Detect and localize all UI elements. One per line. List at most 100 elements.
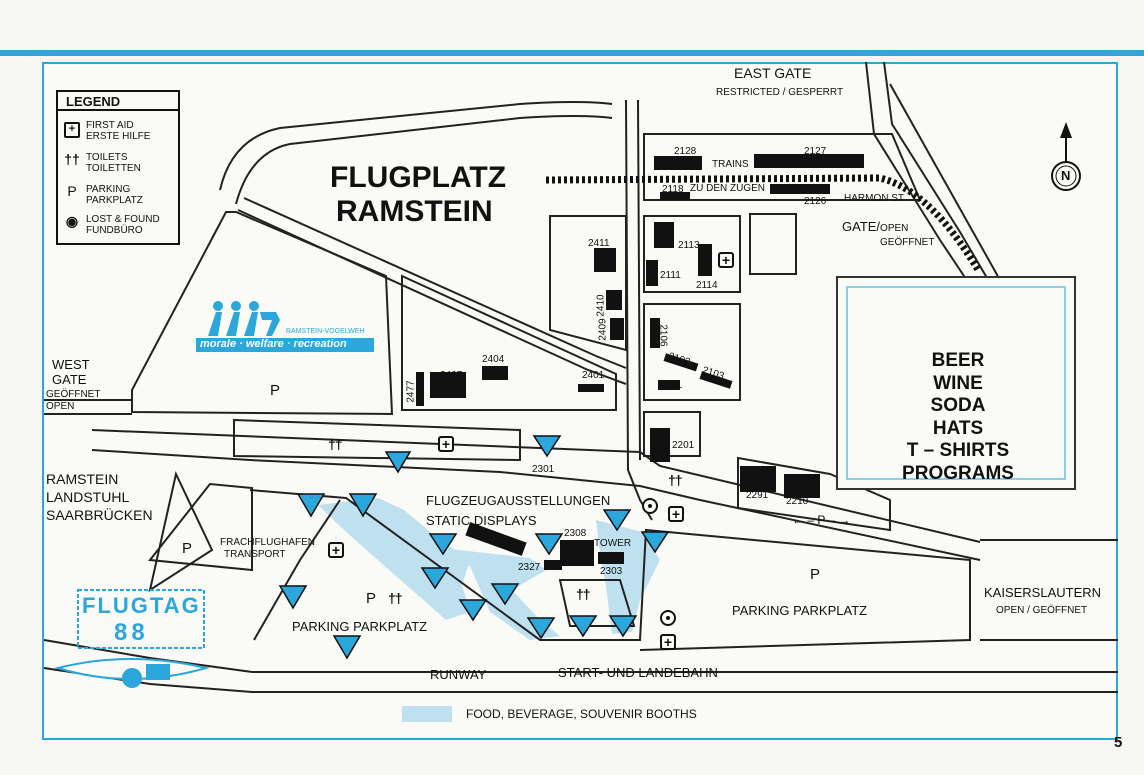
static-displays-label: STATIC DISPLAYS bbox=[426, 513, 537, 528]
legend-box: LEGEND + FIRST AID ERSTE HILFE †† TOILET… bbox=[56, 90, 180, 245]
legend-toilets-label: TOILETS TOILETTEN bbox=[86, 152, 141, 174]
compass-arrow-icon bbox=[1060, 122, 1072, 138]
building-label-2101: 2101 bbox=[660, 380, 683, 391]
ramstein-label: RAMSTEIN bbox=[46, 471, 119, 487]
parking-marker: P bbox=[182, 540, 193, 557]
compass-inner-circle bbox=[1055, 165, 1077, 187]
booth-marker bbox=[490, 583, 520, 606]
booth-marker bbox=[602, 509, 632, 532]
booth-marker bbox=[608, 615, 638, 638]
building-label-2409: 2409 bbox=[597, 318, 609, 341]
wings-emblem bbox=[122, 668, 142, 688]
compass bbox=[1051, 122, 1081, 191]
fracht-label: FRACHFLUGHAFEN bbox=[220, 537, 316, 548]
zu-den-zugen-label: ZU DEN ZUGEN bbox=[690, 183, 765, 194]
toilet-icon: †† bbox=[576, 586, 591, 602]
booth-marker bbox=[296, 493, 326, 518]
booth-legend-swatch bbox=[402, 706, 452, 722]
booth-marker bbox=[332, 635, 362, 660]
booth-legend-label: FOOD, BEVERAGE, SOUVENIR BOOTHS bbox=[466, 707, 697, 721]
transport-label: TRANSPORT bbox=[224, 549, 286, 560]
building-label-2118: 2118 bbox=[662, 184, 684, 195]
building-2101 bbox=[658, 380, 680, 390]
railway-line bbox=[545, 174, 982, 272]
kaiserslautern-status: OPEN / GEÖFFNET bbox=[996, 605, 1088, 616]
building-2327 bbox=[544, 560, 562, 570]
north-loop-inner bbox=[235, 115, 613, 205]
building-2103 bbox=[699, 371, 733, 389]
west-gate-line2: GATE bbox=[52, 372, 87, 387]
kaiserslautern-label: KAISERSLAUTERN bbox=[984, 585, 1102, 600]
north-loop-outer bbox=[219, 101, 613, 191]
building-2411 bbox=[594, 248, 616, 272]
building-2111 bbox=[646, 260, 658, 286]
building-label-2401: 2401 bbox=[582, 370, 605, 381]
building-label-2126: 2126 bbox=[804, 196, 827, 207]
toilet-icon: †† bbox=[388, 590, 403, 606]
block-west bbox=[131, 211, 394, 416]
parking-arrows-label: ← – P – → bbox=[792, 513, 851, 527]
building-label-2128: 2128 bbox=[674, 146, 697, 157]
map-title-line1: FLUGPLATZ bbox=[330, 161, 507, 194]
runway-de-label: START- UND LANDEBAHN bbox=[558, 665, 718, 680]
parking-right-label: PARKING PARKPLATZ bbox=[732, 603, 868, 618]
block-2106 bbox=[643, 303, 741, 401]
building-2210 bbox=[784, 474, 820, 498]
flugtag-wings bbox=[54, 589, 210, 688]
concession-item: T – SHIRTS bbox=[906, 440, 1010, 461]
building-label-2327: 2327 bbox=[518, 562, 541, 573]
block-center bbox=[401, 274, 617, 411]
building-2409 bbox=[610, 318, 624, 340]
building-2291 bbox=[740, 466, 776, 492]
building-2128 bbox=[654, 156, 702, 170]
fracht-area bbox=[148, 482, 253, 572]
building-label-2404: 2404 bbox=[482, 354, 505, 365]
tower-label: TOWER bbox=[594, 538, 632, 549]
mwr-figures-icon bbox=[196, 301, 374, 352]
east-road-2 bbox=[883, 61, 1001, 301]
building-2118 bbox=[660, 192, 690, 200]
wings-flag bbox=[146, 664, 170, 680]
lost-found-icon: ◉ bbox=[65, 213, 79, 229]
central-road-east bbox=[637, 99, 641, 461]
building-2102 bbox=[663, 353, 699, 372]
first-aid-icon: + bbox=[64, 122, 80, 138]
toilet-icon: †† bbox=[64, 151, 80, 167]
south-apron bbox=[249, 489, 971, 651]
east-road-3 bbox=[889, 83, 1001, 281]
building-label-2111: 2111 bbox=[660, 270, 681, 281]
building-2106 bbox=[650, 318, 660, 348]
booth-marker bbox=[384, 451, 412, 474]
building-2404 bbox=[482, 366, 508, 380]
parking-marker: P bbox=[270, 382, 281, 399]
legend-first-aid-label: FIRST AID ERSTE HILFE bbox=[86, 120, 151, 142]
building-2113 bbox=[654, 222, 674, 248]
building-2401 bbox=[578, 384, 604, 392]
building-label-2113: 2113 bbox=[678, 240, 700, 251]
building-label-2127: 2127 bbox=[804, 146, 827, 157]
building-label-2407: 2407 bbox=[440, 370, 463, 381]
landstuhl-label: LANDSTUHL bbox=[46, 489, 130, 505]
building-label-2106: 2106 bbox=[657, 324, 669, 347]
booth-marker bbox=[640, 531, 670, 554]
west-triangle bbox=[148, 470, 214, 593]
concession-item: HATS bbox=[932, 417, 984, 439]
building-label-2291: 2291 bbox=[746, 490, 769, 501]
block-2291 bbox=[737, 456, 891, 532]
parking-left-label: PARKING PARKPLATZ bbox=[292, 619, 428, 634]
booth-marker bbox=[278, 585, 308, 610]
booth-marker bbox=[534, 533, 564, 556]
booth-marker bbox=[568, 615, 598, 638]
parking-marker: P bbox=[810, 566, 821, 583]
mwr-logo: RAMSTEIN-VOGELWEH morale · welfare · rec… bbox=[196, 298, 378, 354]
toilet-block bbox=[558, 579, 636, 627]
block-east-small bbox=[749, 213, 797, 275]
booth-marker bbox=[532, 435, 562, 458]
mwr-top-text: RAMSTEIN-VOGELWEH bbox=[286, 328, 365, 335]
building-label-2303: 2303 bbox=[600, 566, 623, 577]
booth-zone-static bbox=[440, 548, 546, 590]
concessions-list: BEER WINE SODA HATS T – SHIRTS PROGRAMS bbox=[848, 350, 1068, 485]
concessions-box: BEER WINE SODA HATS T – SHIRTS PROGRAMS bbox=[836, 276, 1076, 490]
building-2201 bbox=[650, 428, 670, 462]
